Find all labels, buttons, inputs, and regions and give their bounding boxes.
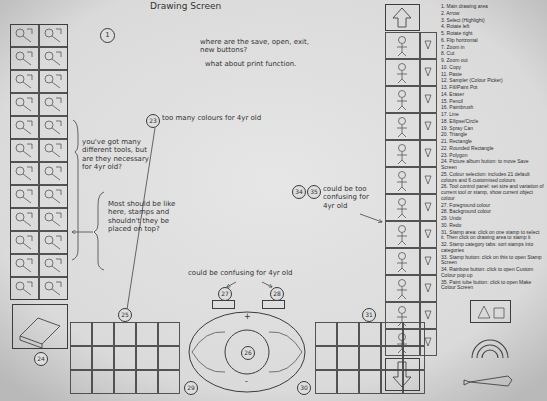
list-item: 27. Foreground colour bbox=[441, 203, 544, 209]
annotation-note: could be too confusing for 4yr old bbox=[323, 185, 379, 210]
callout-number: 28 bbox=[270, 287, 284, 301]
list-item: 15. Pencil bbox=[441, 99, 544, 105]
callout-number: 27 bbox=[218, 287, 232, 301]
annotation-note: Most should be like here, stamps and sho… bbox=[108, 200, 184, 234]
list-item: 32. Stamp category tabs: sort stamps int… bbox=[441, 242, 544, 254]
list-item: 24. Picture album button: to move Save S… bbox=[441, 159, 544, 171]
page-title: Drawing Screen bbox=[150, 1, 221, 11]
list-item: 21. Rectangle bbox=[441, 139, 544, 145]
list-item: 34. Rainbow button: click to open Custom… bbox=[441, 267, 544, 279]
callout-number: 25 bbox=[118, 308, 132, 322]
callout-number: 35 bbox=[307, 185, 321, 199]
legend-list: 1. Main drawing area2. Arrow3. Select (H… bbox=[441, 4, 544, 292]
list-item: 1. Main drawing area bbox=[441, 4, 544, 10]
callout-number: 24 bbox=[34, 352, 48, 366]
list-item: 17. Line bbox=[441, 112, 544, 118]
annotation-note: could be confusing for 4yr old bbox=[188, 269, 318, 277]
callout-number: 23 bbox=[146, 114, 160, 128]
list-item: 2. Arrow bbox=[441, 11, 544, 17]
list-item: 13. Fill/Paint Pot bbox=[441, 85, 544, 91]
list-item: 20. Triangle bbox=[441, 132, 544, 138]
annotation-note: - bbox=[245, 377, 248, 387]
annotation-note: too many colours for 4yr old bbox=[162, 114, 262, 122]
list-item: 22. Rounded Rectangle bbox=[441, 146, 544, 152]
list-item: 7. Zoom in bbox=[441, 45, 544, 51]
callout-number: 34 bbox=[292, 185, 306, 199]
annotation-note: where are the save, open, exit, new butt… bbox=[200, 38, 325, 55]
callout-number: 29 bbox=[184, 381, 198, 395]
list-item: 31. Stamp area: click on one stamp to se… bbox=[441, 230, 544, 242]
list-item: 12. Sampler (Colour Picker) bbox=[441, 78, 544, 84]
list-item: 8. Cut bbox=[441, 51, 544, 57]
list-item: 14. Eraser bbox=[441, 92, 544, 98]
annotation-note: + bbox=[244, 312, 251, 322]
list-item: 26. Tool control panel: set size and var… bbox=[441, 184, 544, 201]
list-item: 30. Redo bbox=[441, 223, 544, 229]
list-item: 28. Background colour bbox=[441, 209, 544, 215]
list-item: 4. Rotate left bbox=[441, 24, 544, 30]
callout-number: 30 bbox=[297, 381, 311, 395]
list-item: 23. Polygon bbox=[441, 153, 544, 159]
list-item: 6. Flip horizontal bbox=[441, 38, 544, 44]
list-item: 5. Rotate right bbox=[441, 31, 544, 37]
annotation-note: what about print function. bbox=[205, 60, 335, 68]
list-item: 16. Paintbrush bbox=[441, 105, 544, 111]
list-item: 18. Ellipse/Circle bbox=[441, 119, 544, 125]
list-item: 10. Copy bbox=[441, 65, 544, 71]
list-item: 19. Spray Can bbox=[441, 126, 544, 132]
list-item: 33. Stamp button: click on this to open … bbox=[441, 255, 544, 267]
list-item: 35. Paint tube button: click to open Mak… bbox=[441, 280, 544, 292]
list-item: 9. Zoom out bbox=[441, 58, 544, 64]
callout-number: 31 bbox=[362, 308, 376, 322]
list-item: 29. Undo bbox=[441, 216, 544, 222]
list-item: 25. Colour selection: includes 21 defaul… bbox=[441, 172, 544, 184]
callout-number: 26 bbox=[241, 346, 255, 360]
list-item: 3. Select (Highlight) bbox=[441, 18, 544, 24]
callout-number: 1 bbox=[100, 28, 115, 43]
annotation-note: you've got many different tools, but are… bbox=[82, 138, 154, 172]
list-item: 11. Paste bbox=[441, 72, 544, 78]
